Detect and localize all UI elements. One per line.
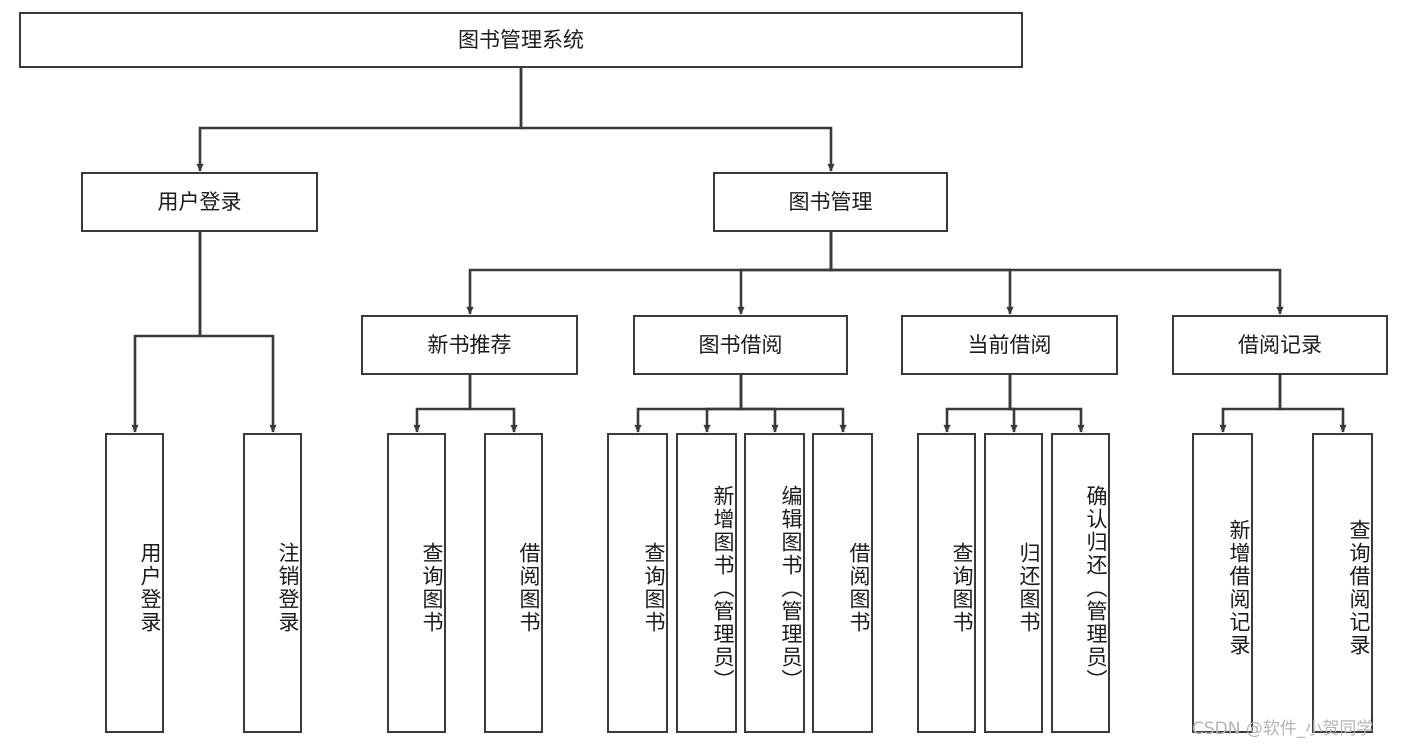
node-label: 新书推荐 [427, 332, 512, 357]
node-label: 注销登录 [276, 542, 300, 634]
node-leaf-query-book-1[interactable]: 查询图书 [387, 433, 446, 733]
node-label: 图书管理系统 [458, 27, 584, 52]
node-label: 确认归还（管理员） [1084, 484, 1108, 692]
node-label: 借阅记录 [1238, 332, 1322, 357]
node-label: 编辑图书（管理员） [779, 484, 803, 692]
node-label: 查询图书 [950, 542, 974, 634]
node-leaf-query-borrow-record[interactable]: 查询借阅记录 [1312, 433, 1373, 733]
node-leaf-return-book[interactable]: 归还图书 [984, 433, 1043, 733]
node-label: 查询借阅记录 [1347, 519, 1371, 657]
node-leaf-add-book-admin[interactable]: 新增图书（管理员） [676, 433, 737, 733]
node-label: 图书管理 [788, 189, 873, 214]
node-label: 当前借阅 [967, 332, 1052, 357]
node-label: 查询图书 [420, 542, 444, 634]
node-leaf-query-book-2[interactable]: 查询图书 [607, 433, 668, 733]
node-book-borrow[interactable]: 图书借阅 [633, 315, 848, 375]
node-leaf-borrow-book-2[interactable]: 借阅图书 [812, 433, 873, 733]
node-label: 用户登录 [157, 189, 242, 214]
node-book-management[interactable]: 图书管理 [713, 172, 948, 232]
node-leaf-logout[interactable]: 注销登录 [243, 433, 302, 733]
node-user-login[interactable]: 用户登录 [81, 172, 318, 232]
node-leaf-user-login[interactable]: 用户登录 [105, 433, 164, 733]
node-label: 新增借阅记录 [1227, 519, 1251, 657]
node-label: 查询图书 [642, 542, 666, 634]
node-label: 借阅图书 [517, 542, 541, 634]
node-label: 归还图书 [1017, 542, 1041, 634]
node-new-book-recommend[interactable]: 新书推荐 [361, 315, 578, 375]
node-label: 用户登录 [138, 542, 162, 634]
node-label: 新增图书（管理员） [711, 484, 735, 692]
node-leaf-borrow-book-1[interactable]: 借阅图书 [484, 433, 543, 733]
node-leaf-add-borrow-record[interactable]: 新增借阅记录 [1192, 433, 1253, 733]
node-label: 借阅图书 [847, 542, 871, 634]
node-current-borrow[interactable]: 当前借阅 [901, 315, 1118, 375]
node-leaf-confirm-return-admin[interactable]: 确认归还（管理员） [1051, 433, 1110, 733]
node-label: 图书借阅 [698, 332, 783, 357]
node-root[interactable]: 图书管理系统 [19, 12, 1023, 68]
node-leaf-edit-book-admin[interactable]: 编辑图书（管理员） [744, 433, 805, 733]
watermark: CSDN @软件_小贺同学 [1192, 719, 1374, 739]
node-borrow-records[interactable]: 借阅记录 [1172, 315, 1388, 375]
node-leaf-query-book-3[interactable]: 查询图书 [917, 433, 976, 733]
